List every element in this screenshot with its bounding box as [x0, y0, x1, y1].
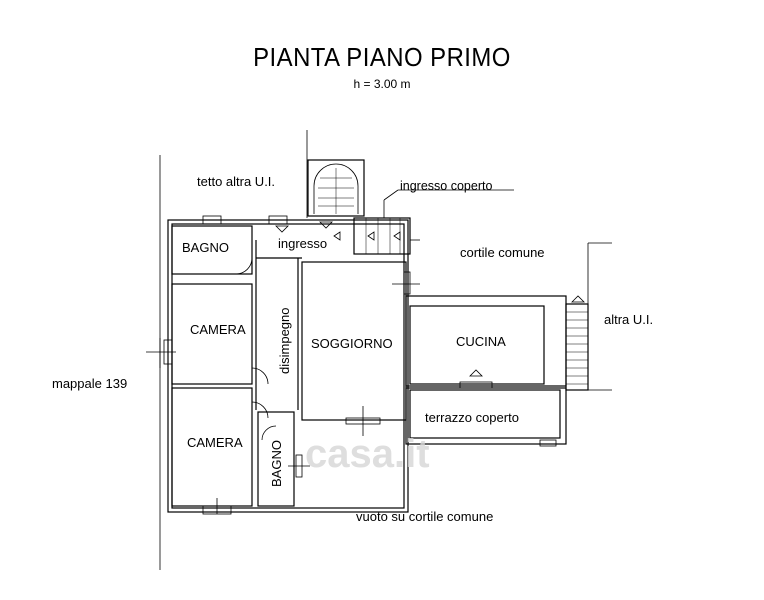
wall-camera-1: [171, 283, 253, 385]
wall-bagno-bottom: [257, 411, 295, 507]
wall-terrace: [409, 389, 561, 439]
room-cucina: CUCINA: [456, 334, 506, 349]
room-camera-1: CAMERA: [190, 322, 246, 337]
label-cortile-comune: cortile comune: [460, 245, 545, 260]
ingresso-coperto-steps: [353, 217, 411, 255]
spiral-stair: [313, 163, 359, 214]
window-markers: [146, 215, 557, 515]
wall-kitchen: [409, 305, 545, 385]
label-tetto: tetto altra U.I.: [197, 174, 276, 189]
label-vuoto: vuoto su cortile comune: [356, 509, 494, 524]
room-disimpegno: disimpegno: [277, 307, 292, 375]
room-soggiorno: SOGGIORNO: [311, 336, 393, 351]
room-ingresso: ingresso: [278, 236, 328, 251]
room-terrazzo: terrazzo coperto: [425, 410, 519, 425]
room-bagno-bottom: BAGNO: [269, 440, 284, 487]
door-arc-bagno: [235, 257, 253, 275]
label-mappale: mappale 139: [52, 376, 128, 391]
label-ingresso-coperto: ingresso coperto: [400, 179, 493, 193]
height-note: h = 3.00 m: [353, 77, 411, 91]
wall-bagno-top: [171, 225, 253, 275]
door-arc-camera1: [251, 367, 269, 385]
room-camera-2: CAMERA: [187, 435, 243, 450]
room-bagno-top: BAGNO: [182, 240, 229, 255]
stairs-right: [565, 303, 589, 391]
label-altra-ui: altra U.I.: [604, 312, 654, 327]
plan-title: PIANTA PIANO PRIMO: [253, 42, 511, 72]
door-arc-bagno2: [261, 425, 277, 441]
door-arc-camera2: [251, 401, 269, 419]
stair-tower: [307, 159, 365, 217]
watermark-logo: casa.it: [305, 432, 430, 476]
outer-wall-main: [167, 219, 409, 513]
